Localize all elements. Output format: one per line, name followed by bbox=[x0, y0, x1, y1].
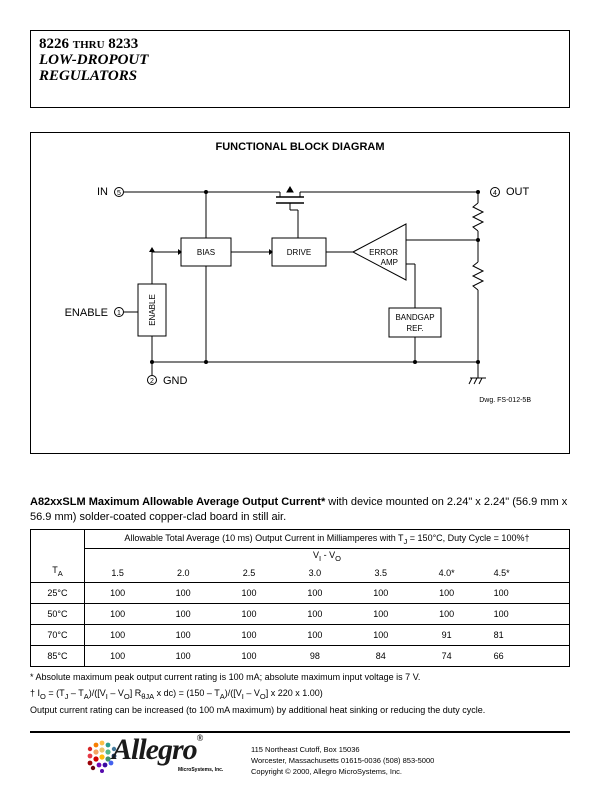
copyright-line: Copyright © 2000, Allegro MicroSystems, … bbox=[251, 767, 403, 776]
pin-out-label: OUT bbox=[506, 186, 530, 198]
address-line1: 115 Northeast Cutoff, Box 15036 bbox=[251, 745, 360, 754]
allegro-logo-subtitle: MicroSystems, Inc. bbox=[178, 767, 224, 773]
note-formula: † IO = (TJ – TA)/([VI – VO] RθJA x dc) =… bbox=[30, 688, 323, 701]
table-cell: 91 bbox=[413, 624, 480, 646]
column-header-row: 1.5 2.0 2.5 3.0 3.5 4.0* 4.5* bbox=[31, 563, 570, 583]
pin-gnd-number: 2 bbox=[150, 378, 154, 385]
table-row: 50°C 100 100 100 100 100 100 100 bbox=[30, 603, 570, 625]
bandgap-line1: BANDGAP bbox=[395, 313, 434, 322]
column-header: 2.5 bbox=[216, 563, 282, 583]
table-cell: 100 bbox=[150, 582, 217, 604]
table-cell: 100 bbox=[347, 603, 414, 625]
column-header: 4.5* bbox=[479, 563, 570, 583]
table-cell: 100 bbox=[347, 624, 414, 646]
allegro-logo-text: Allegro® bbox=[112, 733, 203, 766]
note-heat-sinking: Output current rating can be increased (… bbox=[30, 705, 486, 715]
table-cell: 100 bbox=[281, 603, 348, 625]
table-cell: 100 bbox=[216, 624, 282, 646]
table-cell: 98 bbox=[281, 645, 348, 667]
vi-vo-label: VI - VO bbox=[83, 548, 571, 563]
output-current-table: TA Allowable Total Average (10 ms) Outpu… bbox=[30, 529, 571, 667]
pin-gnd-label: GND bbox=[163, 375, 188, 387]
table-cell: 100 bbox=[84, 624, 151, 646]
table-cell: 100 bbox=[150, 645, 217, 667]
column-header: 4.0* bbox=[413, 563, 480, 583]
table-cell: 100 bbox=[347, 582, 414, 604]
doc-title-line1: LOW-DROPOUT bbox=[39, 52, 149, 68]
table-row: 70°C 100 100 100 100 100 91 81 bbox=[30, 624, 570, 646]
ta-cell: 50°C bbox=[30, 603, 85, 625]
error-amp-line2: AMP bbox=[381, 258, 398, 267]
table-cell: 100 bbox=[216, 603, 282, 625]
table-row: 25°C 100 100 100 100 100 100 100 bbox=[30, 582, 570, 604]
pin-enable-number: 1 bbox=[117, 310, 121, 317]
table-row: 85°C 100 100 100 98 84 74 66 bbox=[30, 645, 570, 667]
table-cell: 100 bbox=[413, 582, 480, 604]
footer-rule bbox=[30, 731, 570, 733]
table-cell: 100 bbox=[84, 645, 151, 667]
table-cell: 84 bbox=[347, 645, 414, 667]
pin-enable-label: ENABLE bbox=[65, 307, 108, 319]
table-cell: 81 bbox=[479, 624, 570, 646]
table-cell: 100 bbox=[479, 603, 570, 625]
ta-cell: 25°C bbox=[30, 582, 85, 604]
table-cell: 100 bbox=[84, 582, 151, 604]
pin-out-number: 4 bbox=[493, 190, 497, 197]
header-box bbox=[30, 30, 570, 108]
drive-block-label: DRIVE bbox=[287, 248, 311, 257]
table-cell: 100 bbox=[413, 603, 480, 625]
address-line2: Worcester, Massachusetts 01615-0036 (508… bbox=[251, 756, 435, 765]
table-cell: 100 bbox=[216, 582, 282, 604]
bandgap-line2: REF. bbox=[406, 324, 423, 333]
diagram-title: FUNCTIONAL BLOCK DIAGRAM bbox=[215, 141, 384, 153]
table-cell: 100 bbox=[216, 645, 282, 667]
table-cell: 100 bbox=[479, 582, 570, 604]
block-diagram-svg: FUNCTIONAL BLOCK DIAGRAM bbox=[65, 141, 532, 404]
table-cell: 100 bbox=[281, 582, 348, 604]
drawing-number: Dwg. FS-012-5B bbox=[479, 397, 531, 404]
error-amp-line1: ERROR bbox=[369, 248, 398, 257]
column-header: 1.5 bbox=[84, 563, 151, 583]
allegro-logo-icon bbox=[87, 740, 117, 773]
part-number-range: 8226 THRU 8233 bbox=[39, 36, 139, 52]
column-header: 2.0 bbox=[150, 563, 217, 583]
table-cell: 100 bbox=[84, 603, 151, 625]
ta-cell: 85°C bbox=[30, 645, 85, 667]
bias-block-label: BIAS bbox=[197, 248, 215, 257]
table-header-cell: Allowable Total Average (10 ms) Output C… bbox=[83, 529, 571, 549]
table-cell: 100 bbox=[150, 624, 217, 646]
pin-in-number: 5 bbox=[117, 190, 121, 197]
table-cell: 100 bbox=[281, 624, 348, 646]
pin-in-label: IN bbox=[97, 186, 108, 198]
table-cell: 100 bbox=[150, 603, 217, 625]
doc-title-line2: REGULATORS bbox=[39, 68, 138, 84]
ta-header-cell: TA bbox=[30, 529, 85, 583]
note-abs-max: * Absolute maximum peak output current r… bbox=[30, 672, 421, 682]
table-cell: 74 bbox=[413, 645, 480, 667]
ta-cell: 70°C bbox=[30, 624, 85, 646]
column-header: 3.0 bbox=[281, 563, 348, 583]
table-cell: 66 bbox=[479, 645, 570, 667]
enable-block-label: ENABLE bbox=[148, 294, 157, 326]
functional-block-diagram bbox=[30, 132, 570, 454]
current-table-title: A82xxSLM Maximum Allowable Average Outpu… bbox=[30, 496, 568, 523]
column-header: 3.5 bbox=[347, 563, 414, 583]
